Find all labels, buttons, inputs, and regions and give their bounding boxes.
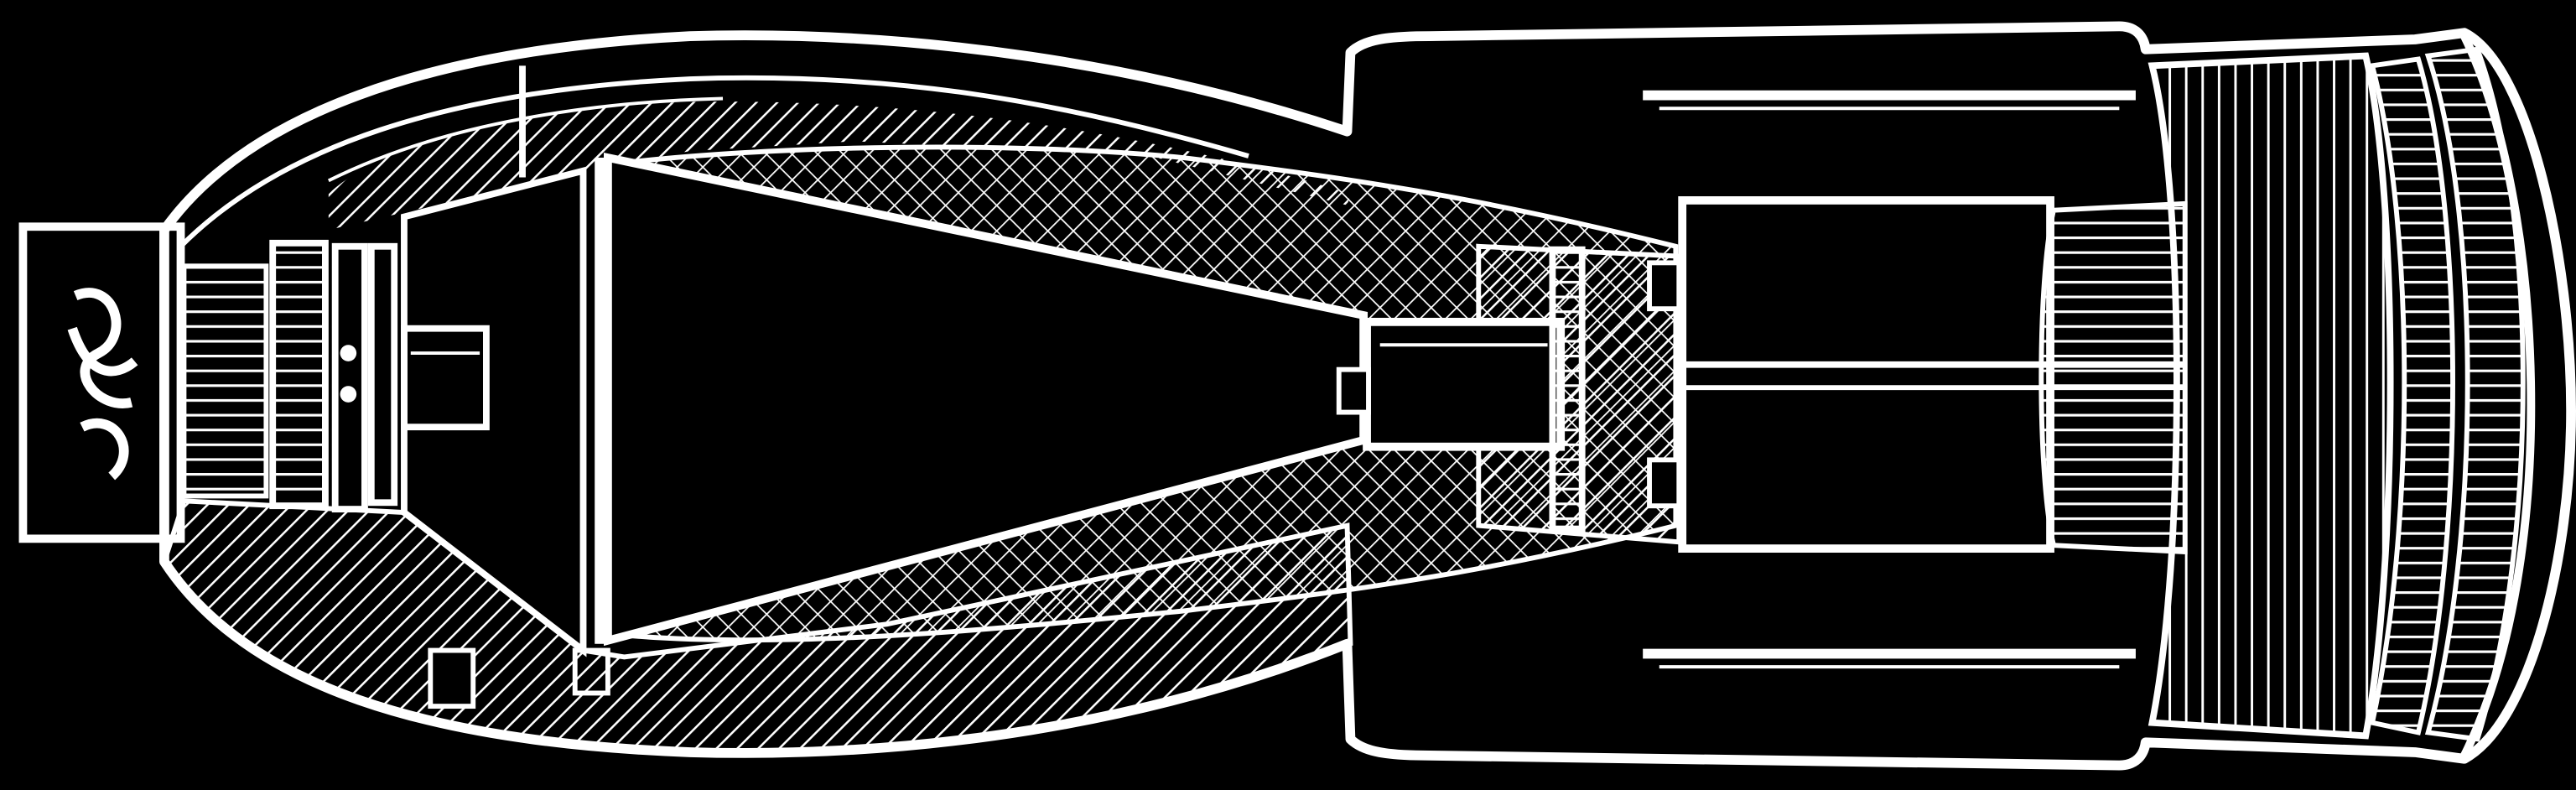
tail-boom (1678, 196, 2054, 554)
fuze-plate-2 (367, 242, 398, 507)
liner-base-slot (572, 647, 610, 696)
fuze-cap (18, 222, 185, 543)
detonator-disk (1549, 246, 1586, 533)
fuze-thread-block (181, 263, 269, 499)
detonator-cap (1336, 366, 1371, 415)
detonator-tube (1363, 317, 1566, 451)
fuze-collar (269, 239, 329, 510)
fuze-plate (331, 242, 368, 513)
booster-lug-bottom (1647, 457, 1682, 509)
rear-ring-2 (2369, 56, 2455, 735)
upper-wall-hatch (328, 101, 1351, 231)
rear-ring-1 (2148, 52, 2394, 740)
fuze-cap-spiral (67, 288, 138, 481)
lower-notch (428, 647, 476, 709)
fuze-rivet-2 (340, 386, 357, 403)
rear-cap-edge (2460, 34, 2536, 758)
forward-insert (401, 325, 490, 431)
ogive-inner-line (179, 75, 1249, 248)
booster-lug-top (1647, 260, 1682, 312)
tail-shroud-inner (2038, 200, 2188, 555)
fuze-rivet-1 (340, 345, 357, 361)
